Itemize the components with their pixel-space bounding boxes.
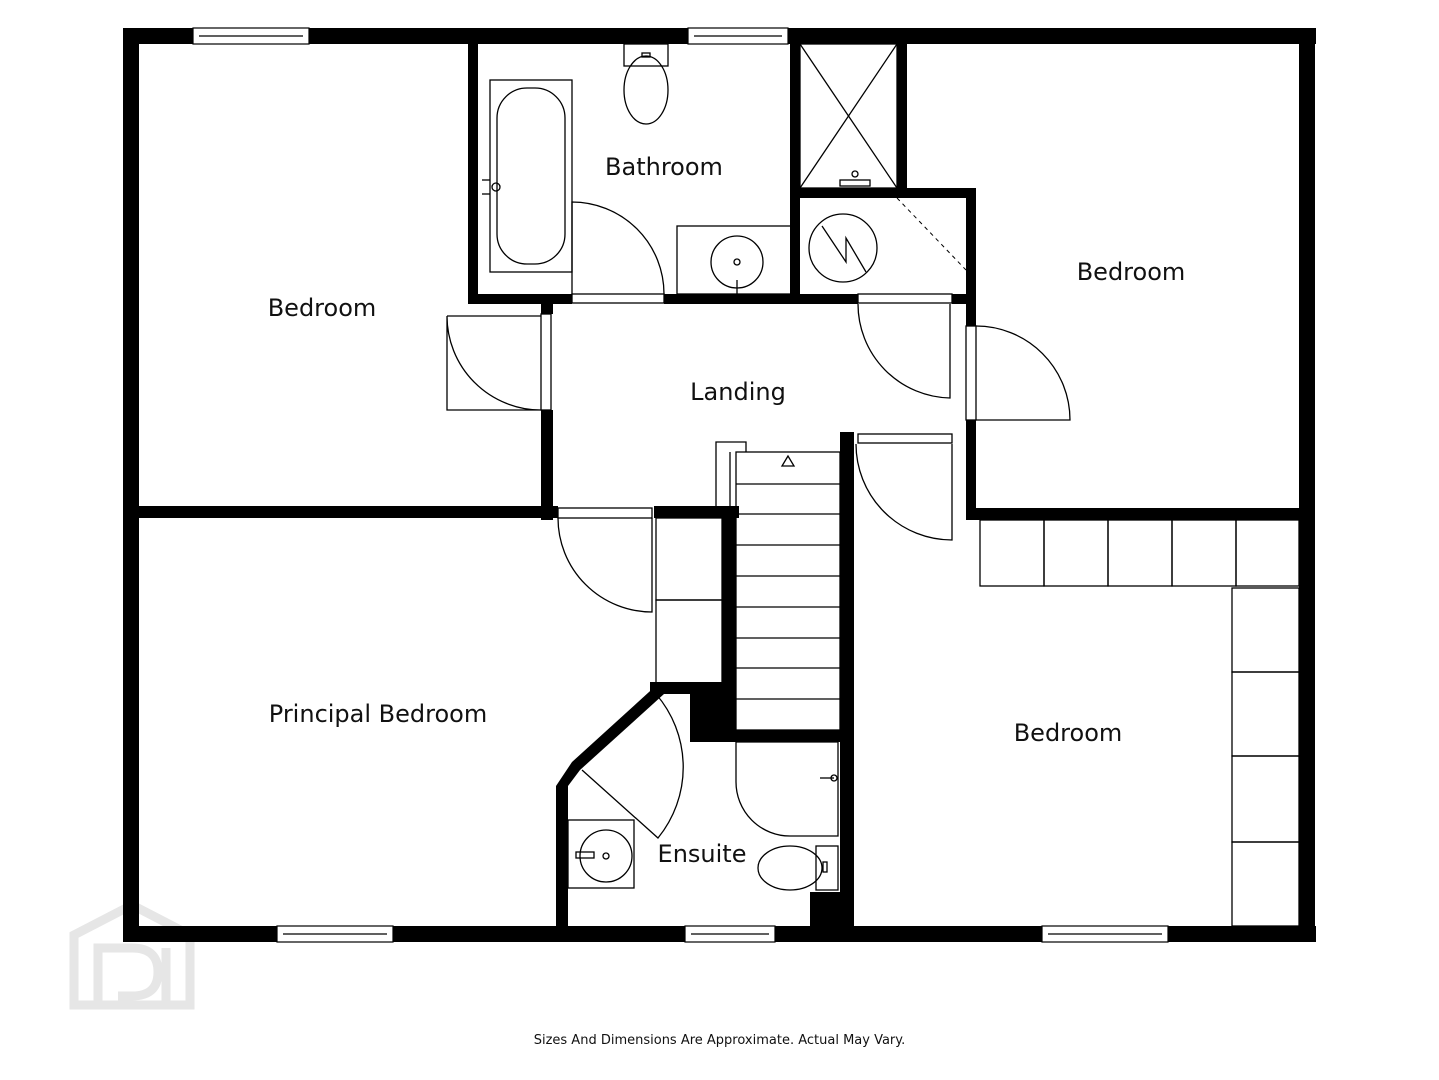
fixtures bbox=[482, 43, 1300, 927]
watermark-logo-icon bbox=[69, 899, 195, 1010]
room-label-bedroom-top-right: Bedroom bbox=[1077, 258, 1186, 286]
room-label-principal-bedroom: Principal Bedroom bbox=[269, 700, 487, 728]
room-label-bedroom-top-left: Bedroom bbox=[268, 294, 377, 322]
doors bbox=[446, 201, 1071, 839]
dimensions-disclaimer: Sizes And Dimensions Are Approximate. Ac… bbox=[533, 1033, 906, 1048]
room-label-ensuite: Ensuite bbox=[658, 840, 747, 868]
room-label-bathroom: Bathroom bbox=[605, 153, 723, 181]
windows bbox=[192, 27, 1169, 943]
room-label-bedroom-bottom-right: Bedroom bbox=[1014, 719, 1123, 747]
room-label-landing: Landing bbox=[690, 378, 786, 406]
